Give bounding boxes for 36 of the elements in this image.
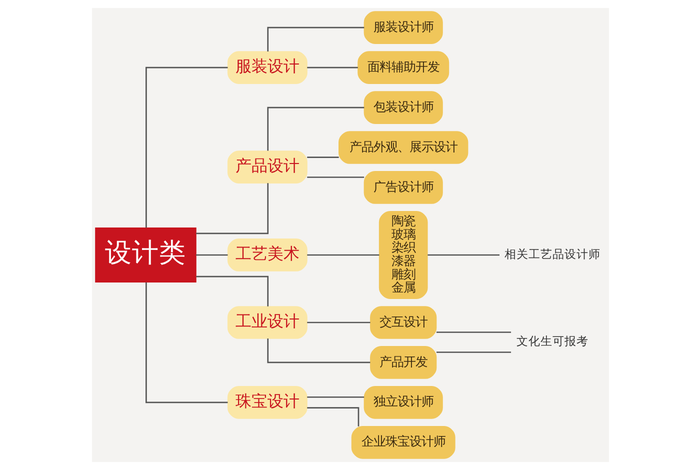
node-box: 产品外观、展示设计 (338, 131, 468, 164)
connector (306, 322, 370, 324)
node-box: 服装设计 (226, 51, 307, 84)
connector (196, 183, 268, 234)
node-box: 设计类 (94, 227, 196, 283)
node-box: 产品开发 (370, 346, 436, 379)
node-box: 企业珠宝设计师 (350, 426, 455, 459)
connector (145, 66, 228, 228)
connector (266, 106, 364, 151)
connector (306, 66, 358, 68)
node-text: 文化生可报考 (516, 334, 588, 348)
node-box: 工业设计 (226, 306, 307, 339)
node-box: 产品设计 (226, 150, 307, 184)
node-box: 服装设计师 (363, 11, 442, 44)
node-box: 面料辅助开发 (357, 51, 449, 84)
connector (427, 254, 499, 256)
node-box: 包装设计师 (363, 91, 442, 124)
node-box: 陶瓷 玻璃 染织 漆器 雕刻 金属 (378, 211, 428, 299)
node-text: 相关工艺品设计师 (504, 247, 600, 262)
connector (306, 156, 338, 158)
connector (145, 282, 228, 404)
node-box: 珠宝设计 (226, 386, 307, 419)
connector (266, 26, 364, 52)
connector (306, 407, 359, 426)
connector (196, 276, 268, 306)
connector (306, 254, 379, 256)
connector (306, 396, 364, 398)
connector (266, 338, 370, 364)
connector (195, 254, 228, 256)
node-box: 广告设计师 (363, 171, 442, 204)
connector (436, 332, 511, 333)
node-box: 独立设计师 (363, 386, 442, 419)
connector (306, 176, 364, 178)
connector (436, 352, 511, 353)
node-box: 工艺美术 (226, 238, 307, 272)
node-box: 交互设计 (370, 306, 436, 339)
